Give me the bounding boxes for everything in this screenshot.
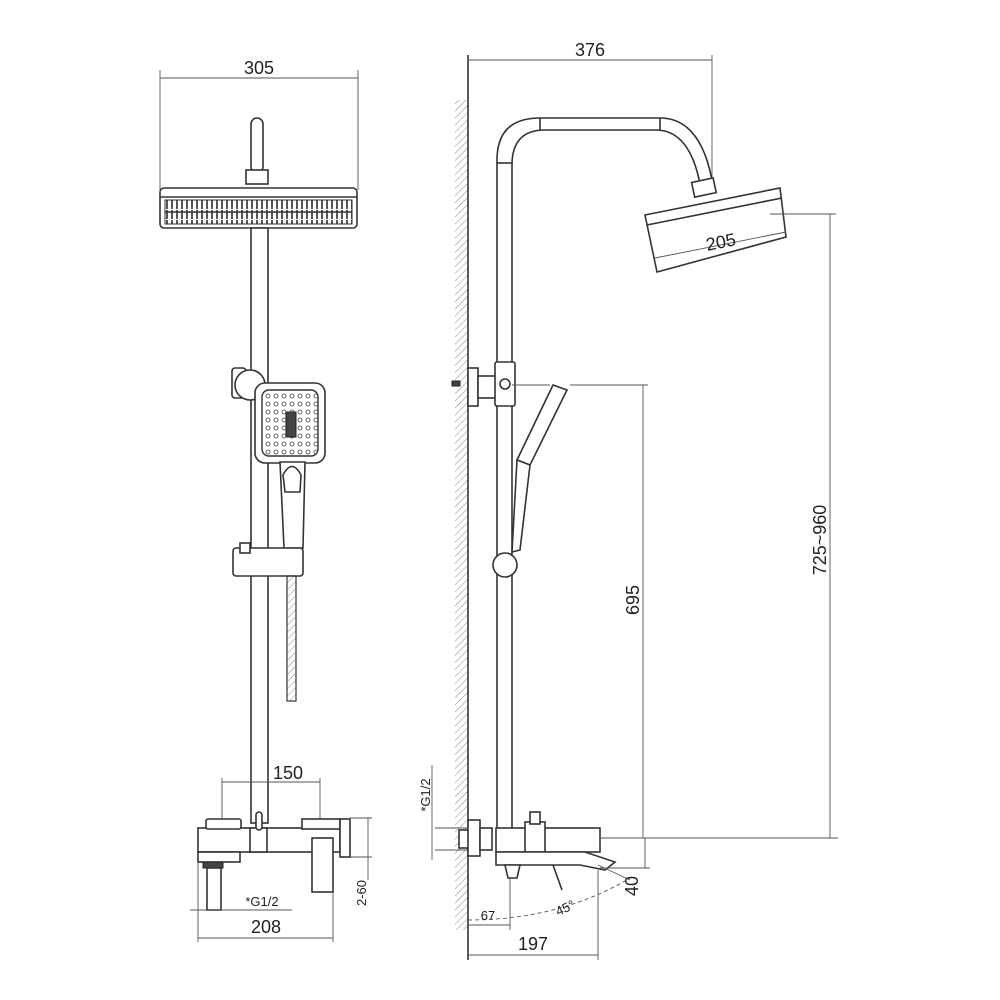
mixer-body-side — [431, 765, 838, 891]
hand-shower-side — [492, 384, 569, 578]
wall-hatching — [455, 100, 468, 930]
mixer-body-front — [197, 811, 351, 911]
label-150: 150 — [273, 763, 303, 783]
dimension-376 — [468, 55, 713, 185]
label-305: 305 — [244, 58, 274, 78]
slide-bar-holder — [232, 542, 304, 577]
dimension-2-60 — [350, 817, 372, 880]
label-208: 208 — [251, 917, 281, 937]
hand-shower-front — [254, 382, 326, 549]
riser-pipe-side — [496, 117, 713, 830]
label-197: 197 — [518, 934, 548, 954]
label-40: 40 — [622, 876, 642, 896]
dimension-205-line — [654, 231, 787, 259]
arm-nut — [245, 169, 269, 185]
dimension-67-197 — [468, 870, 599, 960]
label-2-60: 2-60 — [354, 880, 369, 906]
label-725-960: 725~960 — [810, 505, 830, 576]
label-695: 695 — [623, 585, 643, 615]
wall-bracket-side — [451, 361, 516, 407]
riser-rail — [250, 227, 269, 824]
hose — [286, 575, 297, 702]
label-45-deg: 45° — [553, 897, 577, 919]
label-g12-side: *G1/2 — [418, 778, 433, 811]
dimension-695 — [570, 384, 648, 838]
label-376: 376 — [575, 40, 605, 60]
side-view — [431, 55, 838, 960]
dimension-305 — [159, 70, 359, 190]
dimension-725-960 — [770, 213, 836, 838]
label-67: 67 — [481, 908, 495, 923]
angle-arc — [467, 877, 631, 921]
slider-knob — [492, 552, 518, 578]
front-view — [159, 70, 372, 942]
rain-shower-head — [159, 187, 358, 229]
dimension-208 — [197, 862, 334, 942]
shower-arm — [250, 117, 264, 174]
dimension-150 — [221, 778, 321, 820]
rain-shower-head-side — [644, 176, 787, 273]
label-g12-front: *G1/2 — [245, 894, 278, 909]
